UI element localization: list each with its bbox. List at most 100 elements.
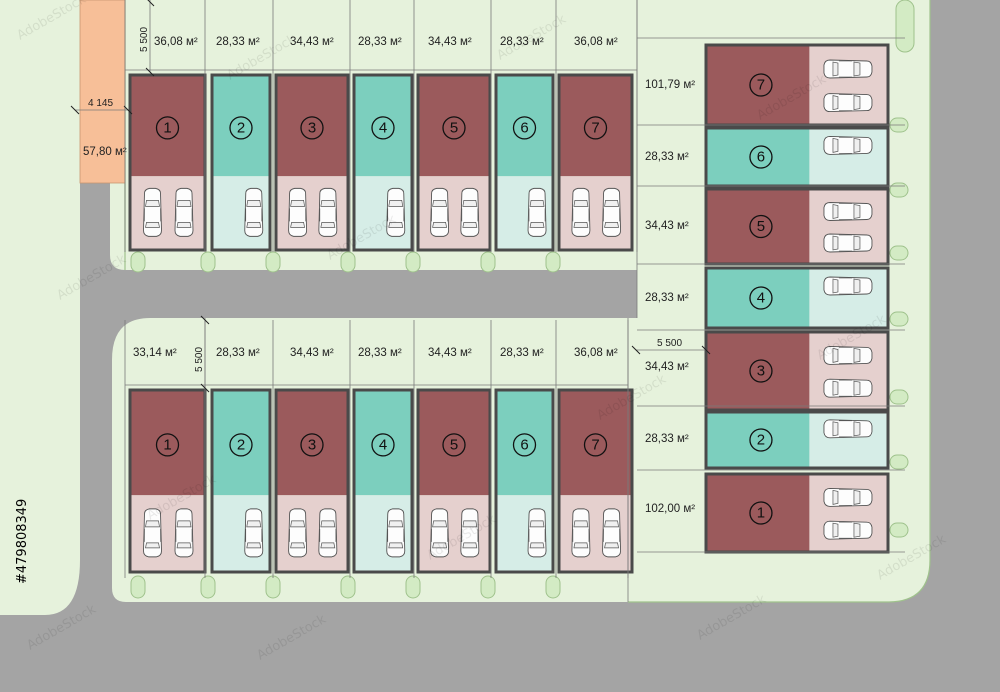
garage-building — [560, 76, 631, 177]
car-topview-icon — [318, 187, 338, 237]
car-topview-icon — [174, 508, 194, 558]
unit-number: 6 — [520, 119, 528, 136]
top-row-area-label: 28,33 м² — [358, 36, 402, 48]
car-topview-icon — [174, 187, 194, 237]
car-topview-icon — [244, 187, 264, 237]
right-column-area-label: 34,43 м² — [645, 220, 689, 232]
car-topview-icon — [602, 187, 622, 237]
car-topview-icon — [527, 508, 547, 558]
top-row-area-label: 28,33 м² — [216, 36, 260, 48]
unit-number-circle — [229, 116, 253, 140]
garage-unit-right_column-1: 1 — [704, 472, 890, 554]
garage-unit-bottom_row-6: 6 — [494, 388, 555, 574]
car-topview-icon — [823, 419, 873, 439]
unit-number: 2 — [757, 432, 765, 449]
car-topview-icon — [823, 202, 873, 221]
garage-unit-right_column-3: 3 — [704, 330, 890, 412]
car-topview-icon — [823, 233, 873, 253]
lawn-border — [628, 0, 931, 603]
dimension-tick — [70, 105, 133, 115]
bottom-row-area-label: 28,33 м² — [216, 347, 260, 359]
car-topview-icon — [823, 59, 873, 79]
garage-unit-right_column-6: 6 — [704, 126, 890, 188]
top-row-area-label: 34,43 м² — [428, 36, 472, 48]
dimension-tick — [631, 345, 711, 355]
hedge — [889, 389, 909, 405]
unit-wall — [416, 388, 492, 574]
unit-number: 1 — [163, 119, 171, 136]
garage-unit-bottom_row-2: 2 — [210, 388, 272, 574]
unit-number: 4 — [379, 436, 387, 453]
bottom-row-area-label: 28,33 м² — [358, 347, 402, 359]
bottom-row-area-label: 28,33 м² — [500, 347, 544, 359]
hedges — [130, 0, 915, 599]
unit-number-circle — [749, 214, 773, 239]
car-topview-icon — [571, 187, 591, 237]
unit-number-circle — [300, 116, 324, 140]
car-topview-icon — [823, 276, 873, 296]
unit-number: 2 — [237, 119, 245, 136]
unit-number: 7 — [591, 119, 599, 136]
unit-number: 4 — [757, 290, 765, 307]
unit-number-circle — [155, 433, 180, 457]
top-row-area-label: 28,33 м² — [500, 36, 544, 48]
dimension-label-left: 4 145 — [88, 98, 113, 109]
right-column-area-label: 101,79 м² — [645, 79, 695, 91]
garage-unit-right_column-2: 2 — [704, 410, 890, 470]
garage-building — [497, 76, 552, 177]
garage-building — [707, 475, 810, 551]
garage-unit-top_row-1: 1 — [128, 73, 207, 252]
hedge — [200, 251, 216, 273]
unit-number-circle — [155, 116, 180, 140]
unit-number-circle — [749, 145, 773, 169]
garage-building — [131, 391, 204, 496]
top-row-area-label: 34,43 м² — [290, 36, 334, 48]
hedge — [340, 251, 356, 273]
garage-unit-top_row-2: 2 — [210, 73, 272, 252]
bottom-row-area-label: 34,43 м² — [290, 347, 334, 359]
unit-number-circle — [512, 116, 537, 140]
unit-number-circle — [442, 116, 466, 140]
car-topview-icon — [244, 508, 264, 558]
car-topview-icon — [143, 187, 162, 237]
unit-number-circle — [512, 433, 537, 457]
stock-id-label: #479808349 — [15, 499, 30, 584]
unit-wall — [704, 266, 890, 330]
garage-unit-bottom_row-5: 5 — [416, 388, 492, 574]
car-topview-icon — [823, 135, 873, 155]
garage-building — [277, 76, 347, 177]
garage-building — [707, 333, 810, 409]
hedge — [340, 575, 356, 599]
garage-unit-top_row-3: 3 — [274, 73, 350, 252]
unit-number-circle — [749, 359, 773, 383]
right-column-area-label: 34,43 м² — [645, 361, 689, 373]
garage-building — [497, 391, 552, 496]
hedge — [480, 251, 496, 273]
unit-number: 3 — [757, 363, 765, 380]
garage-building — [707, 413, 810, 467]
unit-number: 4 — [379, 119, 387, 136]
garage-unit-top_row-7: 7 — [557, 73, 634, 252]
garage-building — [707, 190, 810, 263]
unit-number-circle — [749, 428, 773, 452]
car-topview-icon — [823, 93, 873, 113]
garage-building — [213, 76, 269, 177]
unit-number: 1 — [163, 436, 171, 453]
unit-number-circle — [749, 73, 773, 97]
dimension-label-top: 5 500 — [139, 27, 150, 52]
dimension-label-right: 5 500 — [657, 338, 682, 349]
unit-wall — [210, 388, 272, 574]
unit-number-circle — [300, 433, 324, 457]
hedge — [889, 522, 909, 538]
car-topview-icon — [430, 187, 450, 237]
car-topview-icon — [823, 378, 873, 398]
hedge — [405, 575, 421, 599]
unit-number-circle — [442, 433, 466, 457]
road-bottom — [0, 615, 1000, 692]
unit-wall — [494, 388, 555, 574]
dimension-label-bottom: 5 500 — [194, 347, 205, 372]
